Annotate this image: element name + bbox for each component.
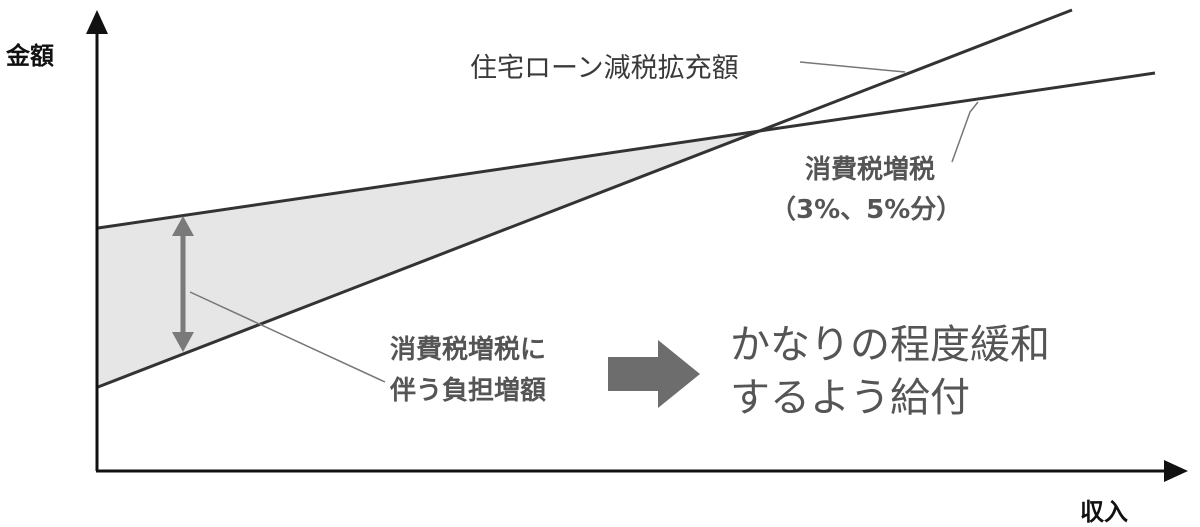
housing-loan-leader-line bbox=[799, 61, 906, 73]
consumption-tax-label-line2: （3%、5%分） bbox=[770, 195, 962, 225]
x-axis-arrowhead bbox=[1164, 460, 1188, 482]
consumption-tax-label-line1: 消費税増税 bbox=[805, 155, 935, 185]
burden-label-line1: 消費税増税に bbox=[390, 335, 546, 365]
y-axis-arrowhead bbox=[86, 10, 108, 34]
burden-label-line2: 伴う負担増額 bbox=[389, 376, 546, 406]
housing-loan-label: 住宅ローン減税拡充額 bbox=[470, 53, 739, 84]
burden-arrow-down-head bbox=[172, 332, 194, 352]
consumption-tax-line bbox=[97, 71, 1156, 230]
result-label-line2: するよう給付 bbox=[730, 375, 970, 421]
x-axis-label: 収入 bbox=[1080, 498, 1128, 526]
right-block-arrow-icon bbox=[608, 340, 700, 408]
consumption-tax-leader-line bbox=[951, 101, 979, 163]
y-axis-label: 金額 bbox=[5, 42, 54, 70]
burden-arrow-up-head bbox=[172, 216, 194, 236]
result-label-line1: かなりの程度緩和 bbox=[730, 322, 1050, 368]
burden-leader-line bbox=[189, 291, 386, 383]
